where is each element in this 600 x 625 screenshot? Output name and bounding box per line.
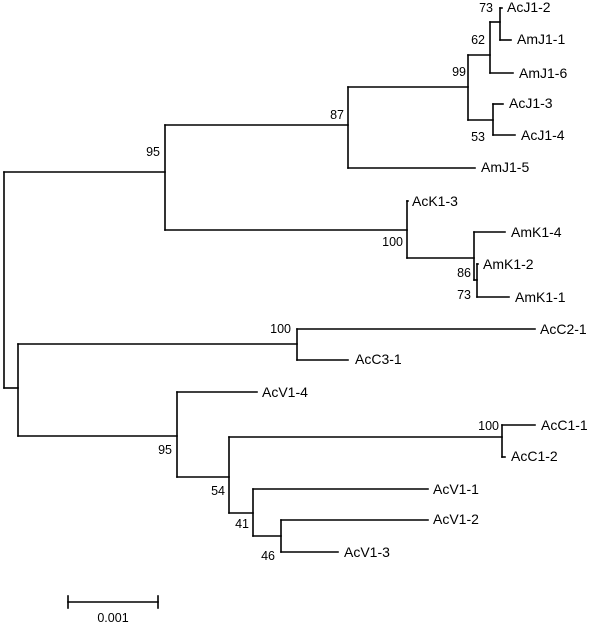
leaf-label-acc3-1: AcC3-1 [355, 351, 402, 367]
leaf-label-acc1-1: AcC1-1 [541, 417, 588, 433]
leaf-label-acj1-4: AcJ1-4 [521, 127, 565, 143]
bootstrap-value: 53 [471, 130, 485, 144]
bootstrap-value: 73 [457, 288, 471, 302]
leaf-labels: AcJ1-2 AmJ1-1 AmJ1-6 AcJ1-3 AcJ1-4 AmJ1-… [262, 0, 588, 560]
bootstrap-value: 100 [478, 419, 499, 433]
tree-branches [3, 7, 536, 553]
bootstrap-value: 86 [457, 266, 471, 280]
leaf-label-acc2-1: AcC2-1 [540, 321, 587, 337]
leaf-label-acj1-3: AcJ1-3 [509, 95, 553, 111]
leaf-label-acv1-4: AcV1-4 [262, 384, 308, 400]
leaf-label-amk1-2: AmK1-2 [483, 256, 534, 272]
bootstrap-value: 100 [382, 235, 403, 249]
leaf-label-acc1-2: AcC1-2 [511, 448, 558, 464]
bootstrap-value: 95 [146, 145, 160, 159]
leaf-label-ack1-3: AcK1-3 [412, 193, 458, 209]
bootstrap-value: 100 [270, 322, 291, 336]
bootstrap-value: 62 [471, 33, 485, 47]
bootstrap-value: 99 [452, 65, 466, 79]
bootstrap-value: 46 [261, 549, 275, 563]
scale-bar-label: 0.001 [97, 611, 128, 625]
leaf-label-amj1-5: AmJ1-5 [481, 159, 529, 175]
leaf-label-acv1-2: AcV1-2 [433, 511, 479, 527]
leaf-label-amj1-1: AmJ1-1 [517, 31, 565, 47]
leaf-label-acj1-2: AcJ1-2 [507, 0, 551, 15]
bootstrap-value: 95 [158, 443, 172, 457]
bootstrap-value: 73 [479, 1, 493, 15]
leaf-label-acv1-3: AcV1-3 [344, 544, 390, 560]
scale-bar: 0.001 [67, 595, 159, 625]
bootstrap-value: 54 [211, 484, 225, 498]
bootstrap-values: 73 62 53 99 87 95 73 86 100 100 100 46 4… [146, 1, 499, 563]
leaf-label-amk1-1: AmK1-1 [515, 289, 566, 305]
leaf-label-amj1-6: AmJ1-6 [519, 65, 567, 81]
bootstrap-value: 41 [235, 517, 249, 531]
leaf-label-amk1-4: AmK1-4 [511, 224, 562, 240]
leaf-label-acv1-1: AcV1-1 [433, 481, 479, 497]
bootstrap-value: 87 [330, 108, 344, 122]
